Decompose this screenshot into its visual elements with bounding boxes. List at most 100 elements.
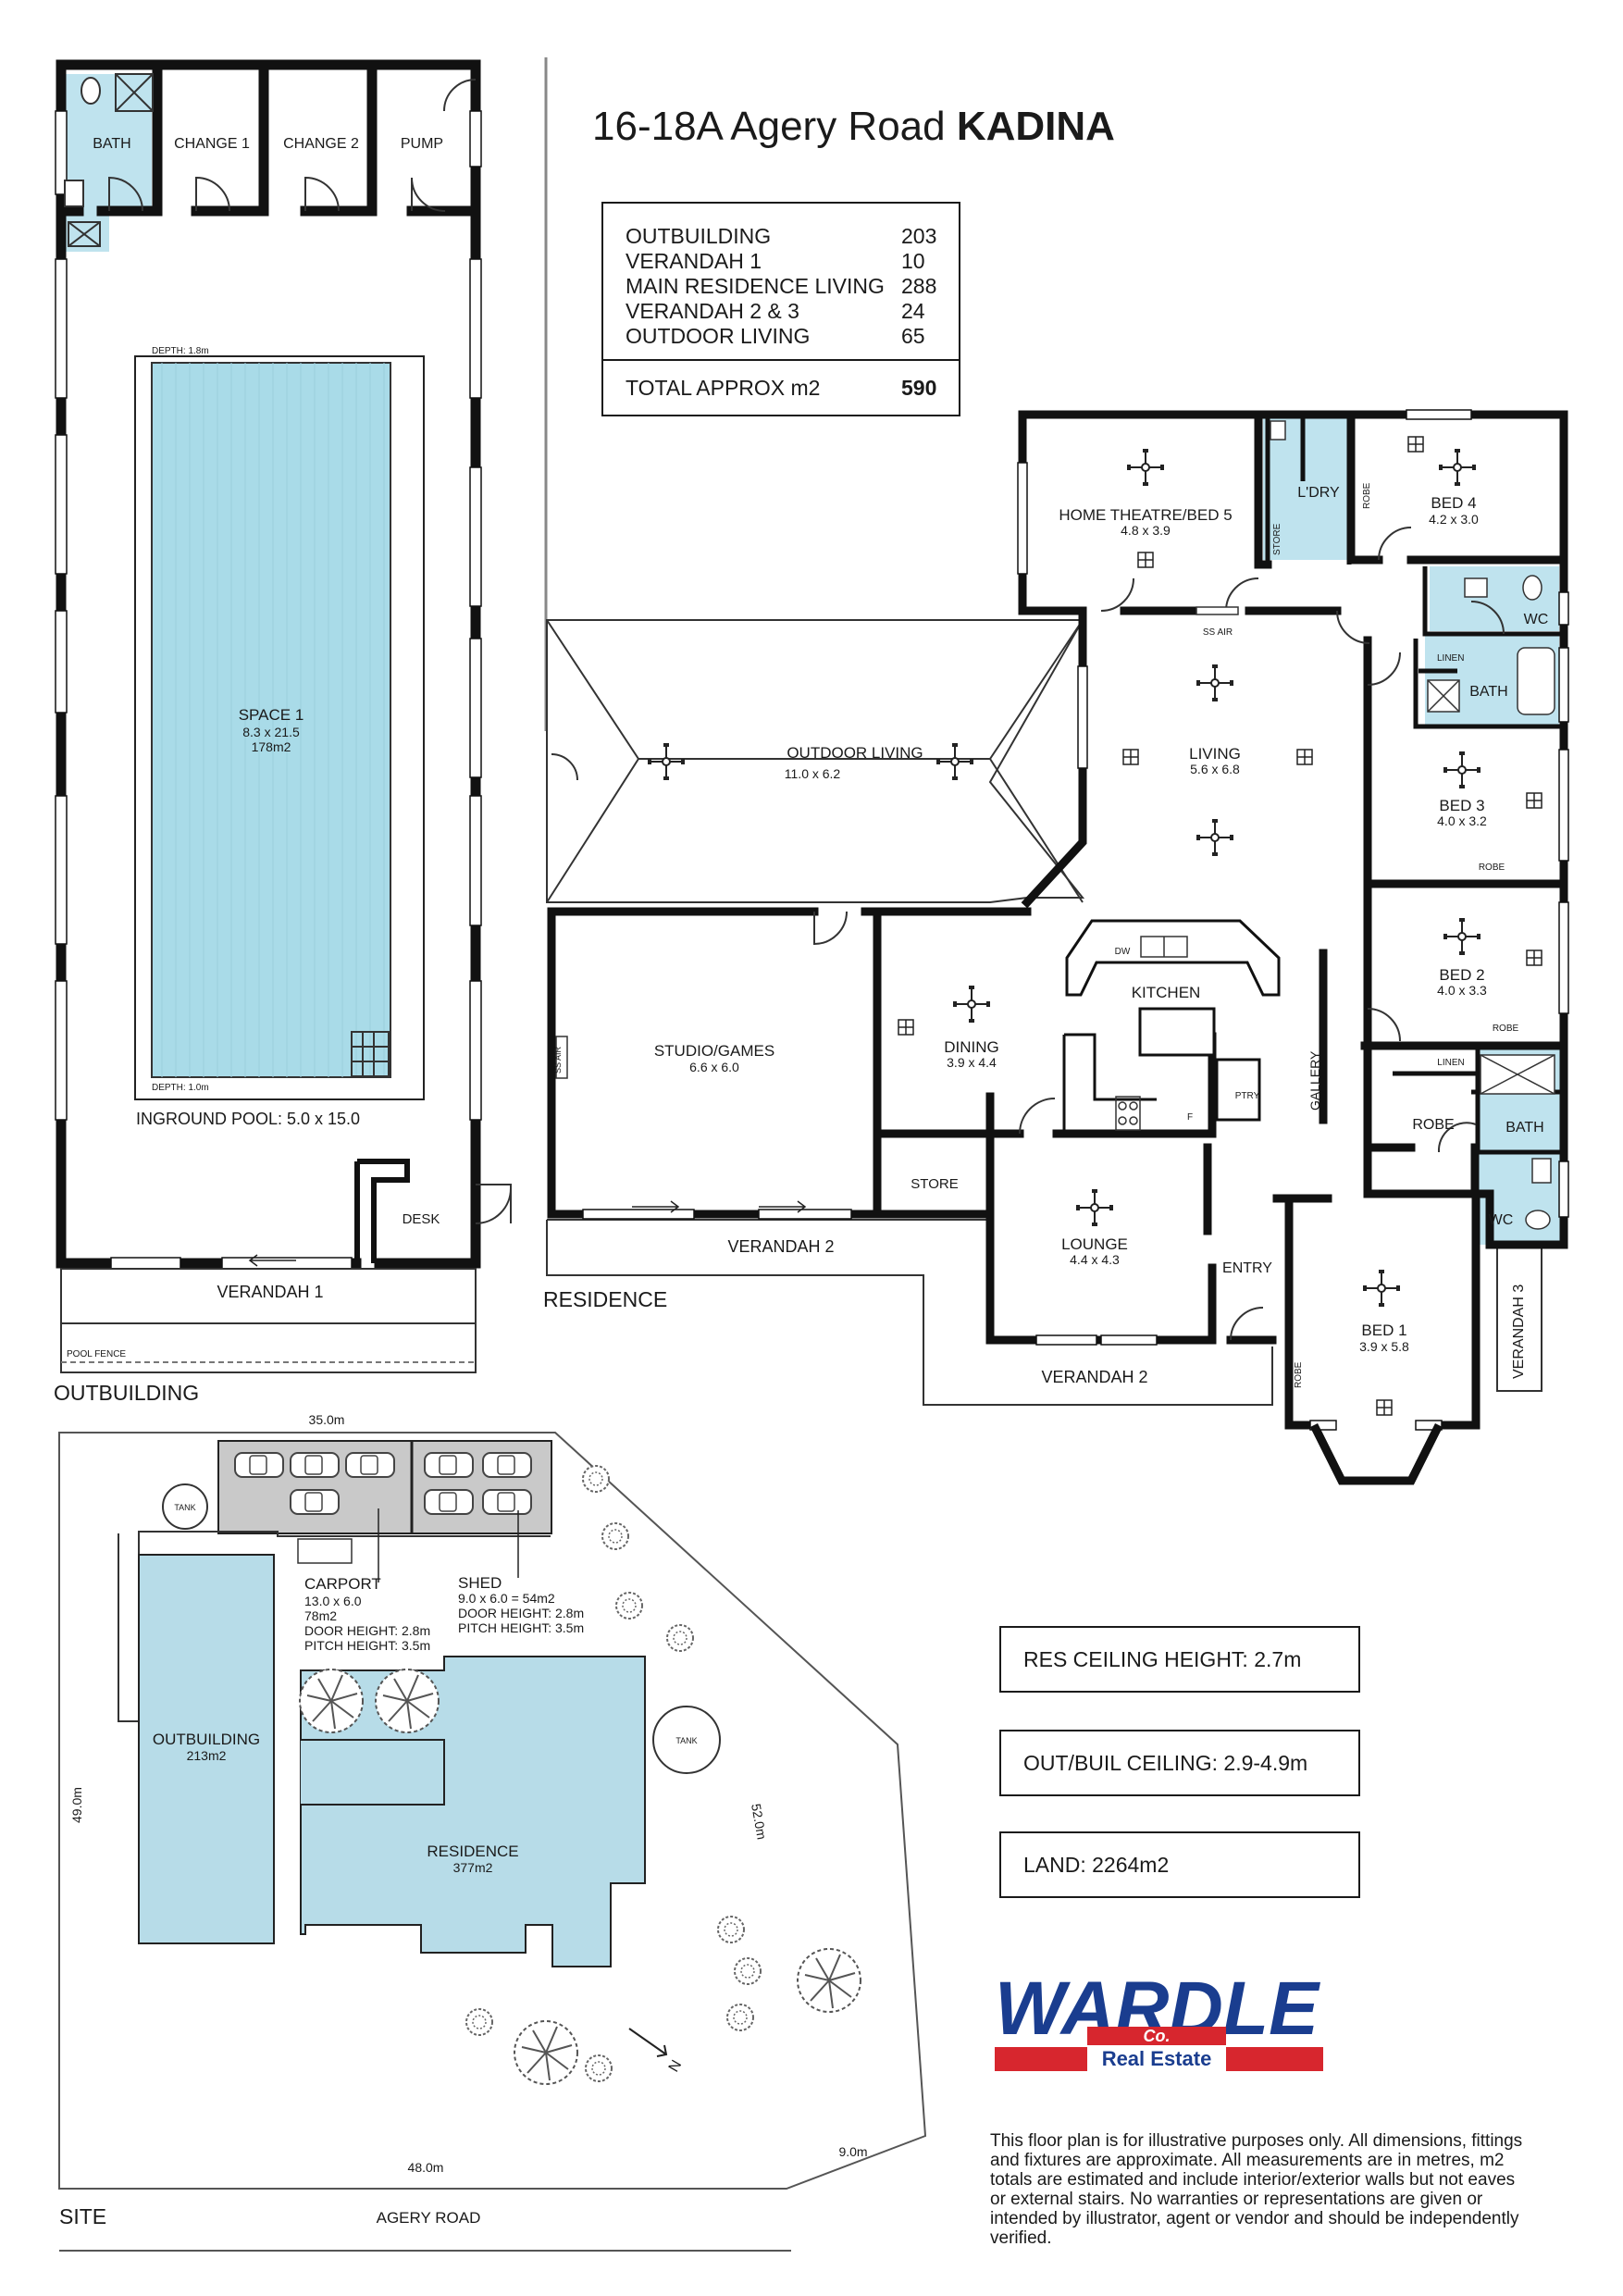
ob-pool-fence-label: POOL FENCE <box>67 1349 126 1359</box>
residence-labels: OUTDOOR LIVING 11.0 x 6.2 HOME THEATRE/B… <box>553 482 1548 1388</box>
laundry-trough-icon <box>1270 420 1286 441</box>
entry-label: ENTRY <box>1222 1260 1272 1276</box>
shrub-icon-7 <box>726 2004 754 2031</box>
area-value-verandah23: 24 <box>901 299 925 323</box>
dw-label: DW <box>1115 947 1131 957</box>
bed2-fan-icon <box>1443 917 1481 956</box>
bed2-skylight-icon <box>1526 949 1542 966</box>
site-dim-corner: 9.0m <box>838 2144 867 2159</box>
outdoor-living-label: OUTDOOR LIVING <box>787 744 923 762</box>
out-ceiling-text: OUT/BUIL CEILING: 2.9-4.9m <box>1023 1750 1308 1775</box>
bed2-dims: 4.0 x 3.3 <box>1437 983 1487 998</box>
land-text: LAND: 2264m2 <box>1023 1852 1170 1877</box>
bath-tub-icon <box>1517 647 1555 715</box>
site-dim-top: 35.0m <box>309 1412 345 1427</box>
land-box: LAND: 2264m2 <box>999 1831 1360 1898</box>
ensuite-basin-icon <box>1531 1158 1552 1184</box>
ob-change2-label: CHANGE 2 <box>283 136 359 152</box>
area-value-outbuilding: 203 <box>901 224 937 248</box>
site-boundary <box>58 1432 927 2190</box>
studio-label: STUDIO/GAMES <box>654 1042 774 1060</box>
bay-window <box>1309 1422 1443 1485</box>
logo-tagline-bg <box>1087 2047 1226 2071</box>
dining-fan-icon <box>952 985 991 1024</box>
area-total-label: TOTAL APPROX m2 <box>626 376 821 400</box>
north-label: N <box>666 2057 686 2075</box>
car-icon-7 <box>424 1489 474 1515</box>
area-schedule: OUTBUILDING 203 VERANDAH 1 10 MAIN RESID… <box>601 202 960 416</box>
living-label: LIVING <box>1189 745 1241 763</box>
shrub-icon-9 <box>585 2054 613 2082</box>
verandah3-label: VERANDAH 3 <box>1511 1285 1527 1379</box>
theatre-fan-icon <box>1126 448 1165 487</box>
residence-windows <box>582 409 1569 1431</box>
site-carport-box <box>297 1538 353 1564</box>
area-divider <box>603 359 959 361</box>
living-fan-icon-2 <box>1196 818 1234 857</box>
laundry-label: L'DRY <box>1297 485 1340 501</box>
area-label-verandah1: VERANDAH 1 <box>626 249 762 273</box>
desk-walls <box>354 1159 410 1263</box>
verandah3-outline <box>1496 1247 1542 1392</box>
outbuilding-walls <box>56 59 481 1269</box>
ob-verandah-label: VERANDAH 1 <box>217 1283 323 1301</box>
ob-space-dims: 8.3 x 21.5 <box>242 725 300 739</box>
logo-co-band <box>1087 2027 1226 2045</box>
kitchen-bench <box>1065 919 1281 997</box>
sink-icon <box>1140 936 1188 958</box>
page-title: 16-18A Agery Road KADINA <box>592 104 1115 150</box>
wardle-logo: WARDLE Co. Real Estate <box>995 1969 1323 2071</box>
carport-label: CARPORT <box>304 1575 381 1593</box>
car-icon-4 <box>290 1489 340 1515</box>
suburb: KADINA <box>956 104 1115 149</box>
ss-air-unit-icon <box>555 1036 568 1079</box>
ensuite-shower-icon <box>1480 1054 1555 1095</box>
linen-label: LINEN <box>1437 653 1464 664</box>
residence-doors <box>551 527 1505 1341</box>
site-outbuilding-area: 213m2 <box>187 1748 227 1763</box>
verandah1-outline <box>60 1268 477 1373</box>
area-value-main-residence: 288 <box>901 274 937 298</box>
outdoor-fan-icon-1 <box>647 742 686 781</box>
store-label: STORE <box>911 1176 958 1192</box>
area-value-verandah1: 10 <box>901 249 925 273</box>
studio-slide-arrow-icon-2 <box>759 1200 807 1213</box>
cooktop-icon <box>1115 1096 1141 1131</box>
site-dim-left: 49.0m <box>69 1787 84 1823</box>
ensuite-fill <box>1476 1046 1561 1245</box>
outbuilding-bath-fixtures <box>64 73 154 247</box>
gallery-label: GALLERY <box>1307 1050 1322 1111</box>
theatre-label: HOME THEATRE/BED 5 <box>1059 506 1232 524</box>
bed1-fan-icon <box>1362 1269 1401 1308</box>
ob-depth-bottom: DEPTH: 1.0m <box>152 1083 209 1093</box>
outdoor-living-roof-lines <box>546 619 1084 903</box>
tank-icon-1 <box>162 1483 208 1530</box>
kitchen-island <box>1138 1007 1216 1057</box>
wc-label: WC <box>1524 612 1549 627</box>
pool-surround <box>134 355 425 1100</box>
toilet-icon <box>81 77 101 105</box>
outdoor-living-outline <box>546 619 1085 903</box>
outbuilding-plan <box>55 59 512 1373</box>
car-icon-1 <box>234 1452 284 1478</box>
shrub-icon-5 <box>717 1916 745 1943</box>
wc-fill <box>1430 566 1559 631</box>
pool-water <box>151 362 391 1078</box>
site-residence-area: 377m2 <box>453 1860 493 1875</box>
pantry-outline <box>1215 1058 1261 1122</box>
outbuilding-doors <box>108 79 512 1224</box>
shed-pitch: PITCH HEIGHT: 3.5m <box>458 1620 584 1635</box>
ensuite-toilet-icon <box>1525 1210 1551 1230</box>
bed1-robe-side-label: ROBE <box>1294 1361 1304 1388</box>
car-icon-5 <box>424 1452 474 1478</box>
lounge-dims: 4.4 x 4.3 <box>1070 1252 1120 1267</box>
bed4-skylight-icon <box>1407 436 1424 453</box>
bed3-label: BED 3 <box>1439 797 1484 814</box>
lounge-label: LOUNGE <box>1061 1235 1128 1253</box>
laundry-store-label: STORE <box>1272 523 1282 555</box>
site-dim-bottom: 48.0m <box>408 2160 444 2175</box>
ob-depth-top: DEPTH: 1.8m <box>152 346 209 356</box>
bath-fill <box>1425 634 1559 726</box>
north-arrow-icon <box>628 2028 668 2057</box>
car-icon-8 <box>482 1489 532 1515</box>
